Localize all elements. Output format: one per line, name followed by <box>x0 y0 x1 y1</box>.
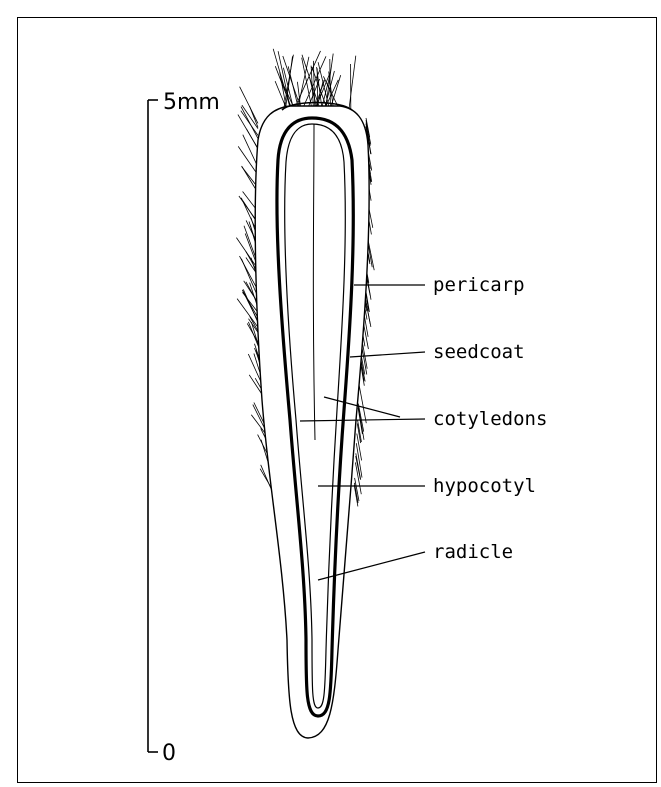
label-cotyledons: cotyledons <box>433 408 547 430</box>
label-hypocotyl: hypocotyl <box>433 475 536 497</box>
hair-line <box>349 56 356 112</box>
label-seedcoat: seedcoat <box>433 341 525 363</box>
hair-line <box>250 106 258 127</box>
label-radicle: radicle <box>433 541 513 563</box>
hair-line <box>354 485 358 506</box>
label-pericarp: pericarp <box>433 274 525 296</box>
hair-line <box>243 135 258 168</box>
scale-bottom-label: 0 <box>162 741 176 766</box>
scale-bar <box>148 100 158 752</box>
hair-line <box>313 61 315 112</box>
hair-line <box>273 49 291 110</box>
scale-top-label: 5mm <box>163 90 220 115</box>
hair-line <box>240 87 258 124</box>
